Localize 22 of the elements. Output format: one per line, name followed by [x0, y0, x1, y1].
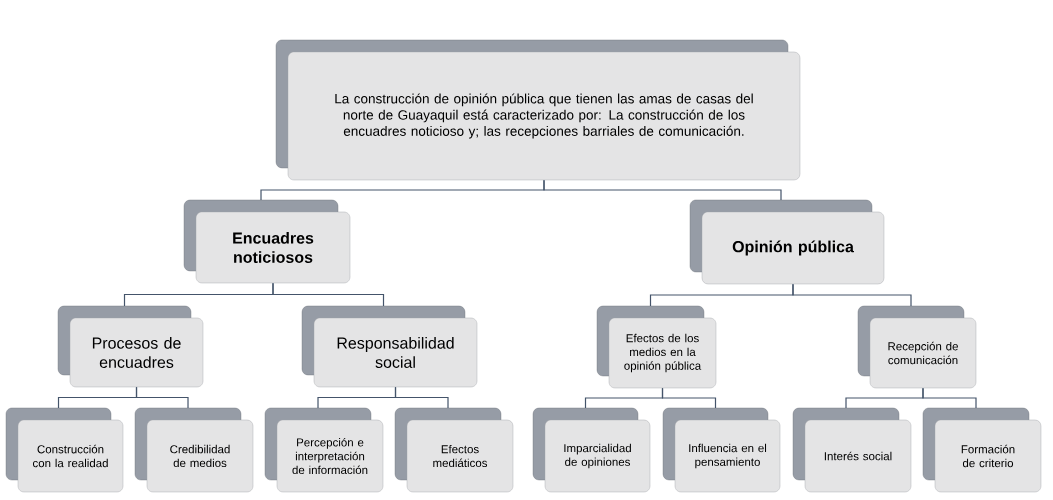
connector-line	[922, 387, 977, 409]
connector-line	[394, 386, 449, 409]
connector-line	[792, 283, 912, 307]
stacked-box: Formación de criterio	[922, 407, 1042, 493]
stacked-box: Interés social	[792, 407, 912, 493]
connector-line	[135, 386, 189, 409]
stacked-box: Opinión pública	[689, 199, 885, 285]
stacked-box: Influencia en el pensamiento	[662, 407, 781, 493]
stacked-box: Construcción con la realidad	[5, 407, 124, 493]
stacked-box: Imparcialidad de opiniones	[532, 407, 651, 493]
stacked-box: Percepción e interpretación de información	[264, 407, 384, 493]
stacked-box: Efectos de los medios en la opinión pública	[596, 305, 717, 389]
stacked-box: Credibilidad de medios	[134, 407, 254, 493]
stacked-box: La construcción de opinión pública que tienen las amas de casas del norte de Guayaquil está caracterizado por: La construcción de los encuadres noticioso y; las recepciones barriales de comunicación.	[275, 39, 801, 181]
connector-line	[661, 387, 717, 409]
stacked-box: Efectos mediáticos	[394, 407, 514, 493]
connector-line	[272, 282, 385, 307]
stacked-box: Responsabilidad social	[301, 305, 478, 388]
stacked-box: Encuadres noticiosos	[183, 199, 351, 284]
connector-line	[543, 179, 782, 201]
stacked-box: Recepción de comunicación	[857, 305, 977, 389]
stacked-box: Procesos de encuadres	[57, 305, 204, 388]
